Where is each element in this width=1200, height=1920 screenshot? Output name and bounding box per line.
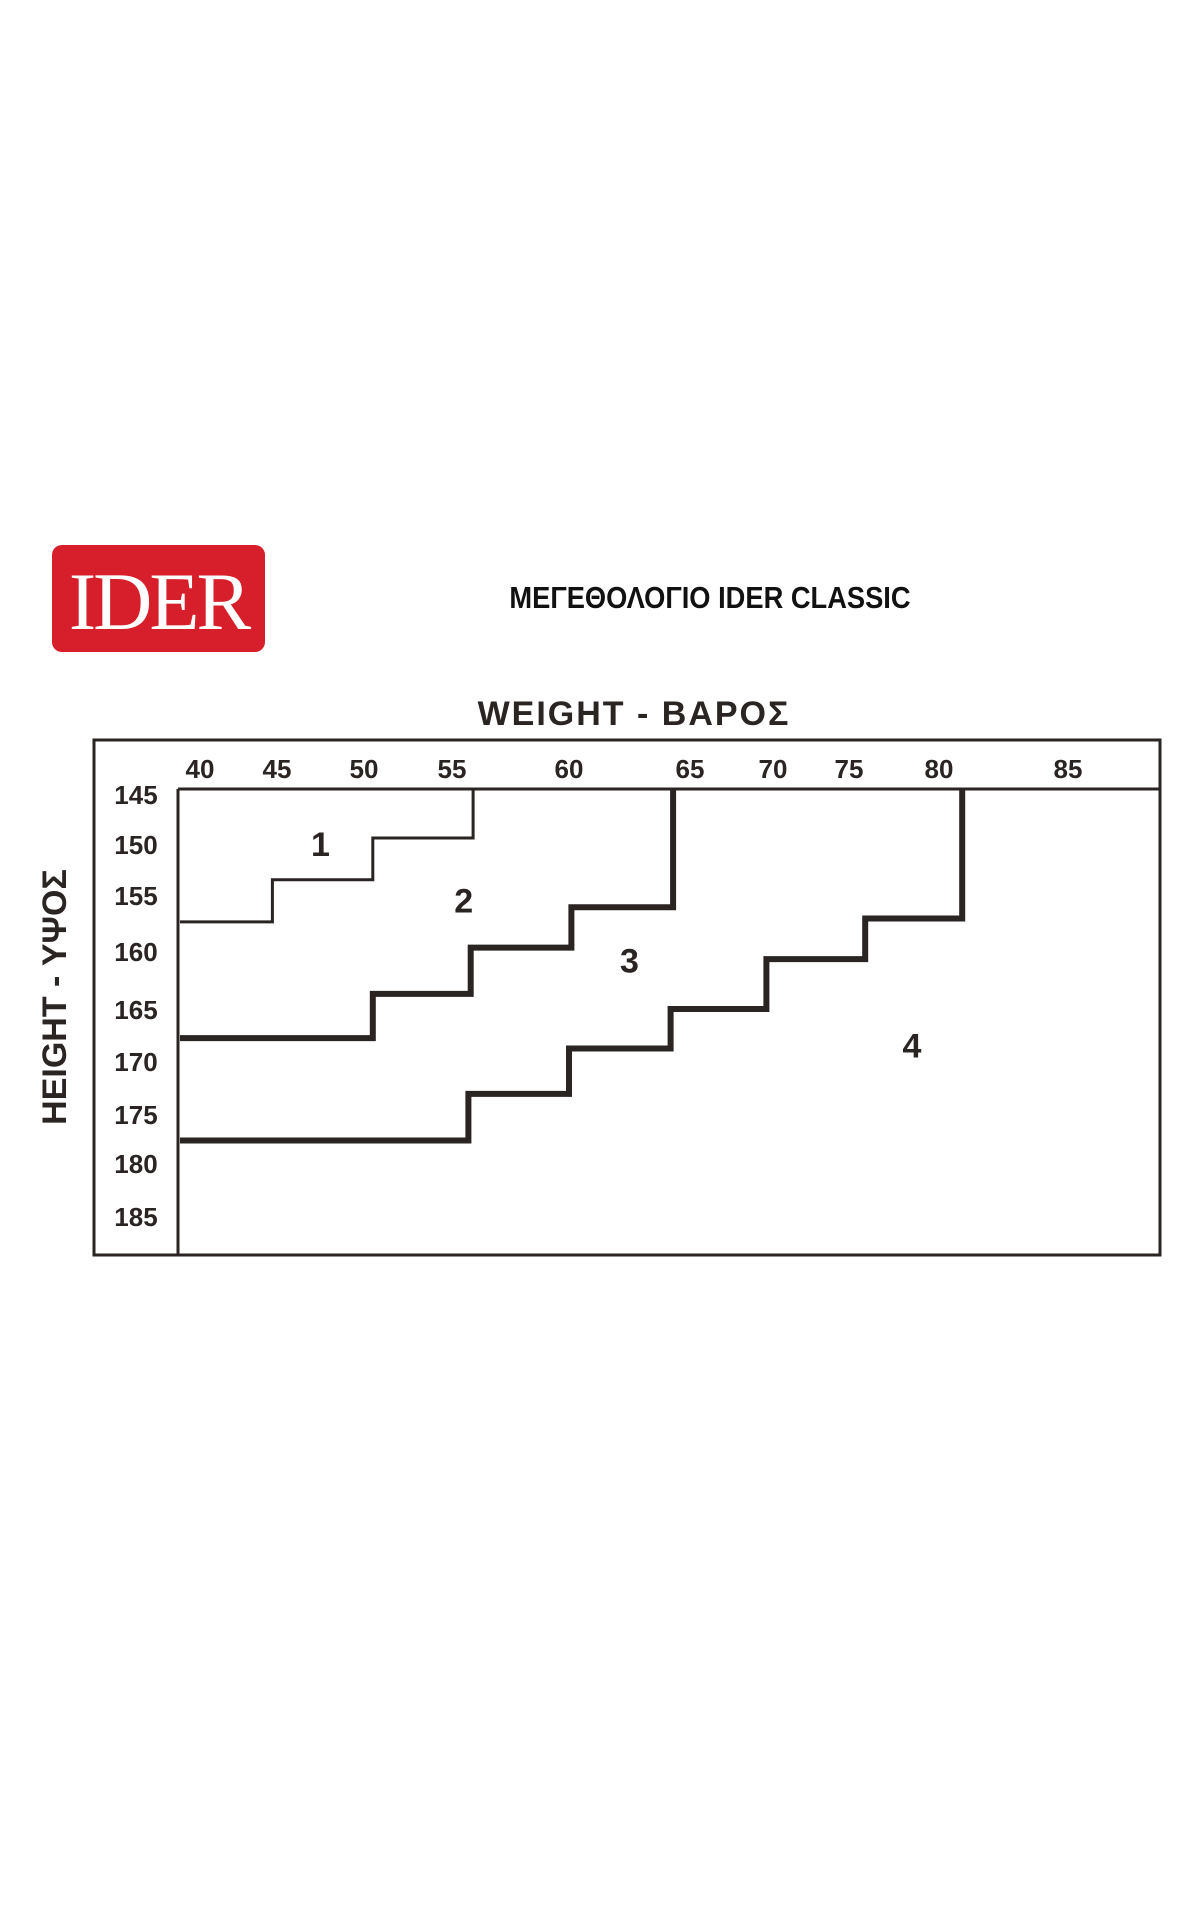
- y-tick-label: 170: [114, 1047, 157, 1077]
- y-tick-label: 175: [114, 1100, 157, 1130]
- x-tick-label: 60: [555, 754, 584, 784]
- x-tick-label: 80: [925, 754, 954, 784]
- size-boundary-1-2: [180, 789, 475, 924]
- y-tick-label: 160: [114, 937, 157, 967]
- chart-frame: [92, 738, 1162, 1257]
- ider-logo: IDER: [52, 545, 265, 652]
- y-tick-label: 155: [114, 881, 157, 911]
- size-boundary-3-4: [180, 789, 966, 1144]
- size-zone-label: 2: [454, 883, 473, 921]
- page-title: ΜΕΓΕΘΟΛΟΓΙΟ IDER CLASSIC: [509, 580, 911, 615]
- size-zone-label: 4: [903, 1027, 922, 1065]
- x-tick-label: 65: [676, 754, 705, 784]
- x-axis-title: WEIGHT - ΒΑΡΟΣ: [478, 695, 791, 733]
- x-tick-label: 75: [835, 754, 864, 784]
- y-tick-label: 165: [114, 995, 157, 1025]
- x-tick-label: 70: [759, 754, 788, 784]
- logo-text: IDER: [68, 556, 251, 647]
- x-tick-label: 45: [263, 754, 292, 784]
- y-tick-label: 185: [114, 1202, 157, 1232]
- y-tick-label: 180: [114, 1149, 157, 1179]
- x-tick-label: 40: [186, 754, 215, 784]
- size-zone-label: 1: [311, 826, 330, 864]
- x-tick-label: 50: [350, 754, 379, 784]
- x-tick-label: 85: [1054, 754, 1083, 784]
- y-tick-label: 145: [114, 780, 157, 810]
- size-zone-label: 3: [620, 942, 639, 980]
- y-tick-label: 150: [114, 830, 157, 860]
- x-tick-label: 55: [438, 754, 467, 784]
- y-axis-title: HEIGHT - ΥΨΟΣ: [36, 869, 74, 1125]
- size-boundary-2-3: [180, 789, 677, 1042]
